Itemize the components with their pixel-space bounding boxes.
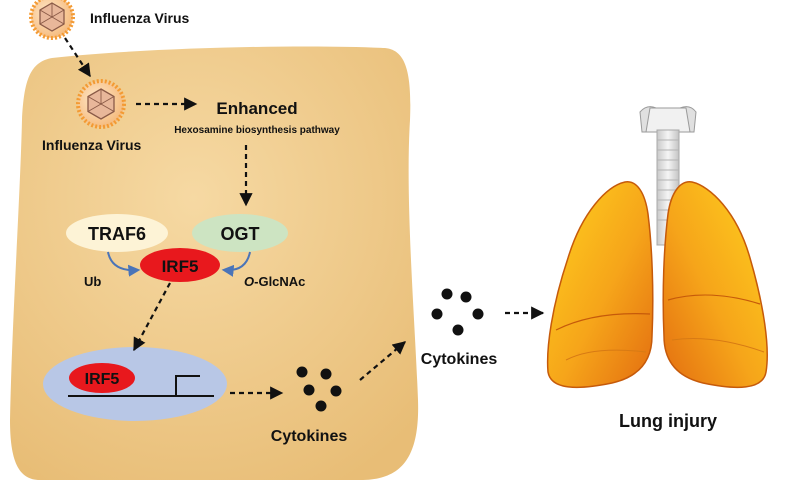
irf5-label: IRF5	[162, 257, 199, 276]
cytokines-cell-label: Cytokines	[271, 428, 348, 445]
irf5-node	[140, 248, 220, 282]
lungs-icon	[546, 106, 768, 389]
cytokine-dots-icon	[296, 366, 342, 412]
arrow-irf5-to-nucleus	[133, 282, 171, 352]
gene-promoter-icon	[68, 375, 214, 397]
enhanced-label: Enhanced	[216, 99, 297, 118]
virus-inside-label: Influenza Virus	[42, 137, 142, 153]
cytokine-dots-icon	[431, 288, 484, 336]
traf6-label: TRAF6	[88, 224, 146, 244]
cytokines-out-label: Cytokines	[421, 351, 498, 368]
nucleus	[43, 347, 227, 421]
influenza-virus-icon	[29, 0, 75, 40]
influenza-virus-icon	[76, 79, 126, 129]
ogt-label: OGT	[221, 224, 260, 244]
virus-top-label: Influenza Virus	[90, 10, 190, 26]
ub-label: Ub	[84, 274, 101, 289]
arrow-cytokine-secretion	[359, 341, 407, 381]
nucleus-irf5-label: IRF5	[85, 371, 120, 388]
lung-injury-label: Lung injury	[619, 411, 717, 431]
pathway-label: Hexosamine biosynthesis pathway	[174, 125, 340, 136]
ubiquitination-arrow	[107, 251, 141, 277]
o-glcnac-label: O-GlcNAc	[244, 274, 305, 289]
ogt-node	[192, 214, 288, 252]
o-glcnac-arrow	[221, 251, 251, 277]
traf6-node	[66, 214, 168, 252]
arrow-virus-entry	[64, 37, 91, 78]
nucleus-irf5-node	[69, 363, 135, 393]
